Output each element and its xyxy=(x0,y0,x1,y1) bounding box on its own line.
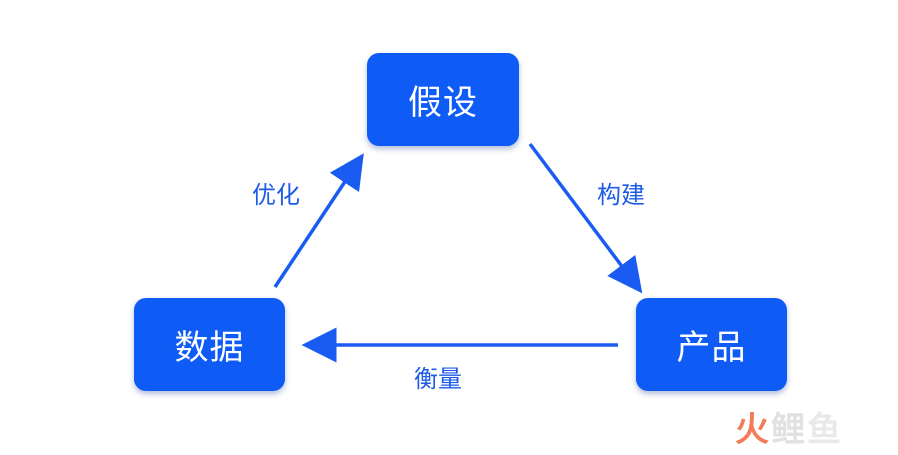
node-hypothesis: 假设 xyxy=(367,53,519,146)
node-data-label: 数据 xyxy=(174,328,245,368)
node-hypothesis-label: 假设 xyxy=(408,83,478,123)
node-product: 产品 xyxy=(636,298,787,391)
watermark-logo: 火 鲤 鱼 xyxy=(735,410,883,450)
node-data: 数据 xyxy=(134,298,285,391)
watermark-char-1: 火 xyxy=(735,410,769,450)
edge-label-measure: 衡量 xyxy=(414,365,462,393)
watermark-char-3: 鱼 xyxy=(807,410,841,450)
node-product-label: 产品 xyxy=(676,328,747,368)
watermark-char-2: 鲤 xyxy=(771,410,805,450)
arrow-optimize xyxy=(273,153,364,288)
edge-label-optimize: 优化 xyxy=(252,181,300,209)
edge-label-build: 构建 xyxy=(597,181,645,209)
arrow-build xyxy=(528,142,643,294)
